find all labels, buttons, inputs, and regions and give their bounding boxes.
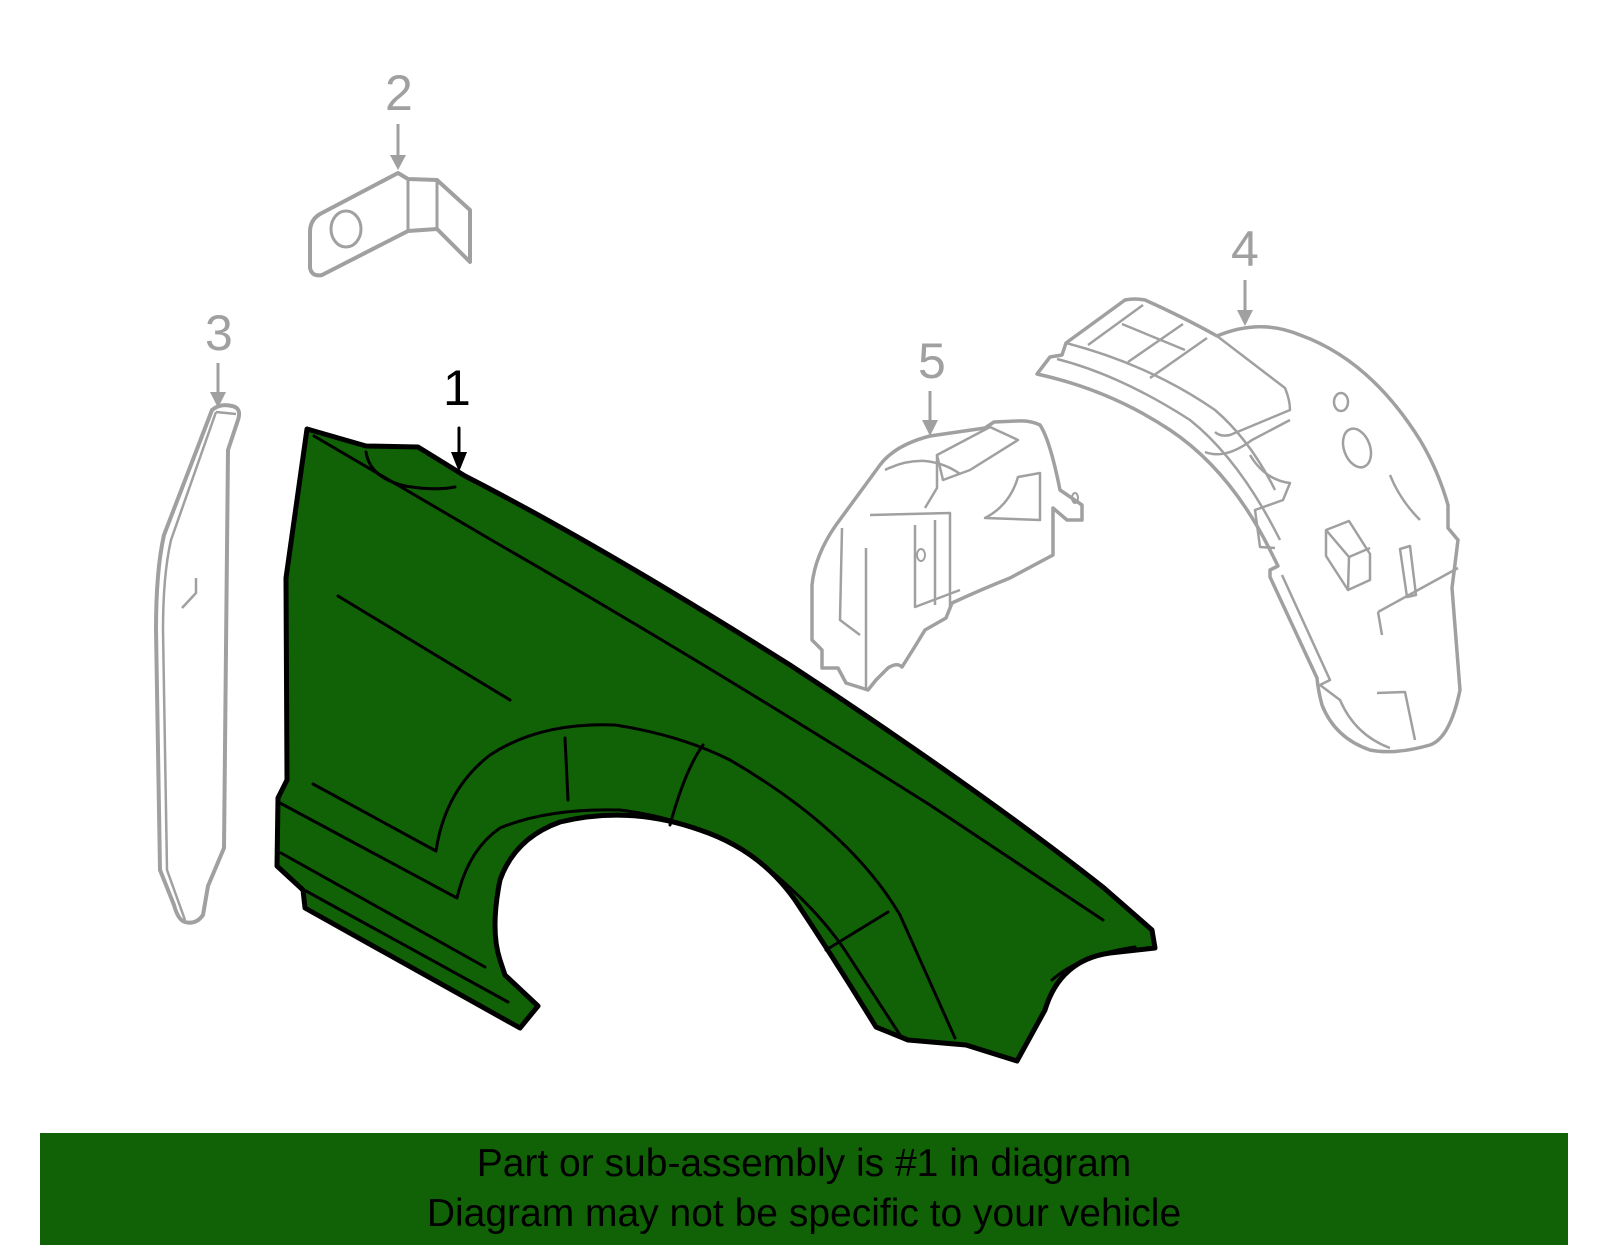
part-5-splash-shield[interactable]: 5 xyxy=(810,333,1084,692)
callout-1-label: 1 xyxy=(443,360,471,416)
banner-line-disclaimer: Diagram may not be specific to your vehi… xyxy=(426,1192,1182,1235)
callout-5-label: 5 xyxy=(918,333,946,389)
disclaimer-banner: Part or sub-assembly is #1 in diagram Di… xyxy=(40,1133,1568,1245)
part-4-fender-liner[interactable]: 4 xyxy=(1035,221,1462,754)
callout-4-label: 4 xyxy=(1231,221,1259,277)
part-3-seal[interactable]: 3 xyxy=(154,305,242,925)
part-2-bracket[interactable]: 2 xyxy=(308,65,472,278)
part-1-fender[interactable]: 1 xyxy=(274,360,1158,1064)
callout-2-label: 2 xyxy=(385,65,413,121)
callout-3-label: 3 xyxy=(205,305,233,361)
banner-line-part-number: Part or sub-assembly is #1 in diagram xyxy=(476,1142,1132,1185)
fender-body xyxy=(274,426,1158,1064)
